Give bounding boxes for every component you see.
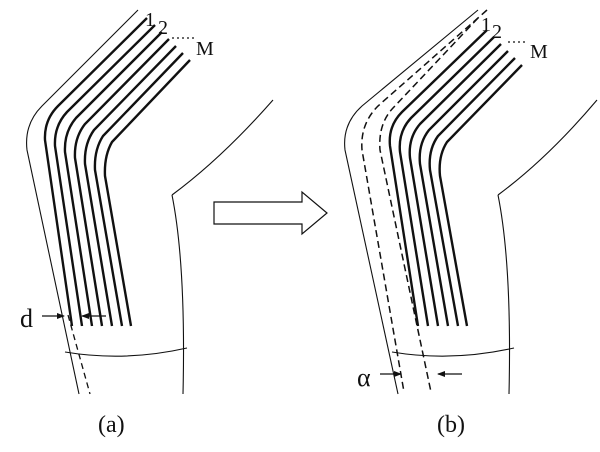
panel-a-label-second: 2	[158, 17, 168, 39]
panel-b-strand-1	[388, 29, 488, 327]
panel-a-skin-curve	[171, 99, 274, 196]
panel-b-skin-curve	[497, 99, 598, 196]
panel-a-label-last: M	[196, 38, 214, 60]
panel-b	[344, 9, 598, 395]
panel-a-strand-7	[103, 59, 191, 327]
panel-a-strand-6	[93, 52, 184, 327]
panel-a-label-first: 1	[145, 9, 155, 31]
panel-b-dashed-strand-outer	[361, 9, 488, 393]
panel-a-strand-4	[73, 38, 170, 327]
transition-arrow	[213, 190, 328, 236]
panel-b-label-first: 1	[481, 14, 491, 36]
panel-a-strand-5	[83, 45, 177, 327]
panel-a-strand-1	[43, 17, 148, 327]
panel-b-skin-line	[497, 194, 511, 395]
panel-a	[26, 9, 274, 395]
panel-a-caption: (a)	[98, 412, 125, 438]
panel-a-cross-line	[64, 347, 188, 357]
panel-b-label-second: 2	[492, 21, 502, 43]
panel-b-strand-4	[418, 50, 509, 327]
panel-b-dashed-strand-inner	[379, 17, 479, 393]
panel-a-spacing-label: d	[20, 304, 33, 333]
panel-b-outer-boundary	[344, 9, 479, 395]
panel-b-angle-label: α	[357, 363, 371, 392]
panel-a-strand-3	[63, 31, 163, 327]
panel-b-strand-5	[428, 57, 516, 327]
panel-b-cross-line	[391, 347, 515, 357]
panel-a-strand-2	[53, 24, 156, 327]
panel-b-strand-6	[438, 64, 523, 327]
panel-a-outer-boundary	[26, 9, 139, 395]
panel-a-skin-line	[171, 194, 185, 395]
panel-b-label-last: M	[530, 41, 548, 63]
panel-b-caption: (b)	[437, 412, 465, 438]
panel-b-strand-2	[398, 36, 495, 327]
panel-b-strand-3	[408, 43, 502, 327]
panel-a-dashed-line	[67, 314, 91, 395]
